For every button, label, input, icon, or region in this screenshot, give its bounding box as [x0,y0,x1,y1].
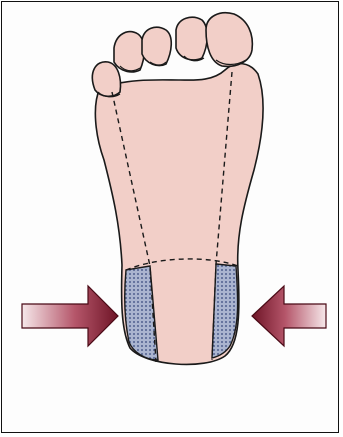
compression-arrow-left [22,286,118,346]
toe-5 [206,13,252,67]
toe-3 [142,27,171,65]
compression-arrow-right [252,286,326,346]
foot-outline [95,64,263,365]
toe-4 [176,17,207,60]
toe-2 [114,32,144,72]
toe-1 [92,62,120,96]
